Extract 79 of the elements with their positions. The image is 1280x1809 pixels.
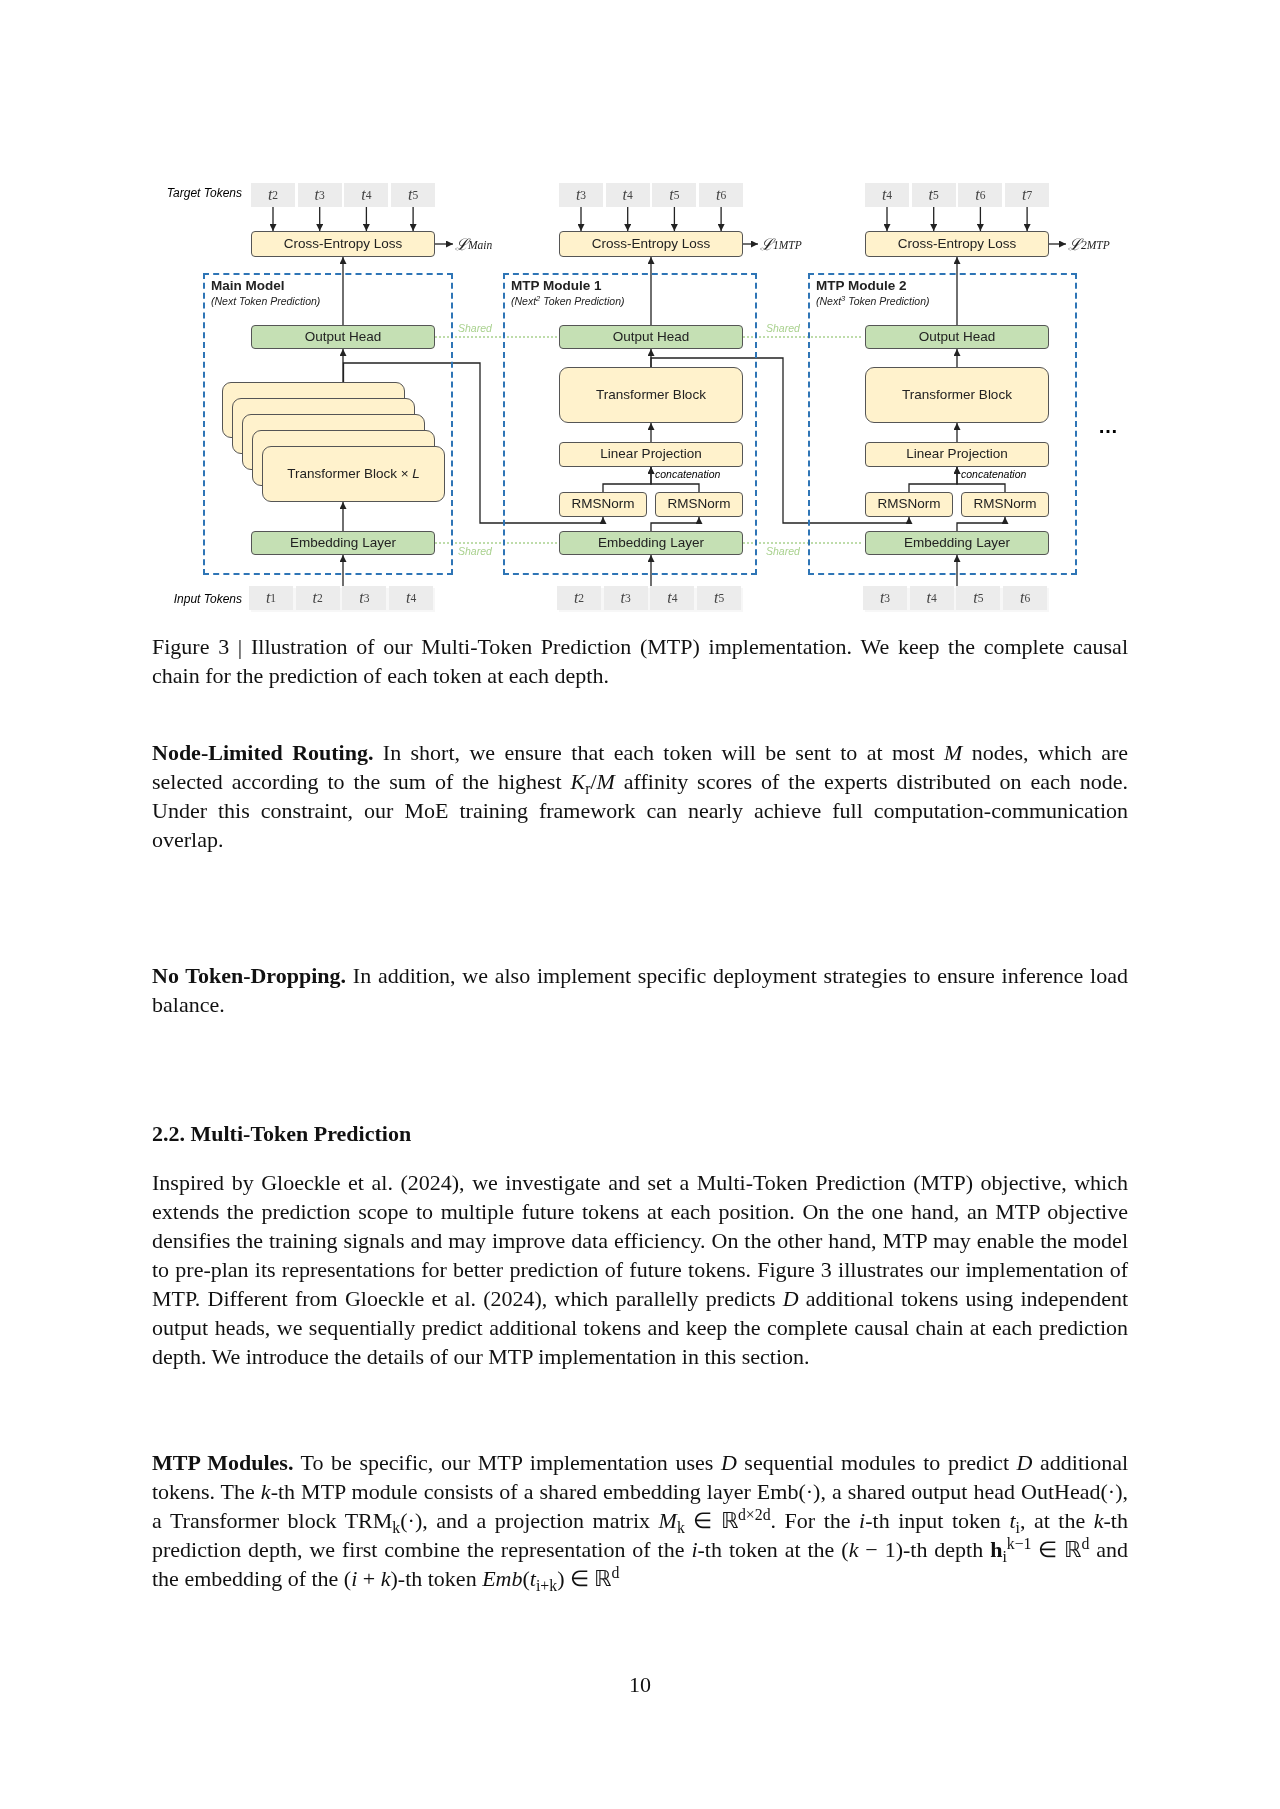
arrow [670,206,678,232]
arrow [953,348,961,368]
norm-box: RMSNorm [559,492,647,517]
edge-label: Shared [766,323,800,335]
arrow [930,206,938,232]
dotted-line [742,336,864,338]
arrow [956,516,1009,532]
paragraph: Node-Limited Routing. In short, we ensure that each token will be sent to at most M nodes, which are selected according to the sum of the highest K$_{r}$/M affinity scores of the experts distributed on each node. Under this constraint, our MoE training framework can nearly achieve full computation-communication overlap. [152,739,1128,854]
edge-label: Shared [458,546,492,558]
arrow [1048,240,1067,248]
arrow [650,357,913,524]
arrow [953,554,961,589]
edge-label: Shared [766,546,800,558]
module-subtitle: (Next$^{3}$ Token Prediction) [816,296,930,308]
section-heading: 2.2. Multi-Token Prediction [152,1120,413,1148]
paragraph: MTP Modules. To be specific, our MTP implementation uses D sequential modules to predict D additional tokens. The k-th MTP module consists of a shared embedding layer Emb(·), a shared output head OutHead(·), a Transformer block TRM$_{k}$(·), and a projection matrix M$_{k}$ ∈ ℝ$^{d×2d}$. For the i-th input token t$_{i}$, at the k-th prediction depth, we first combine the representation of the i-th token at the (k − 1)-th depth h$_{i}$$^{k−1}$ ∈ ℝ$^{d}$ and the embedding of the (i +k)-th token Emb(t$_{i+k}$) ∈ ℝ$^{d}$ [152,1449,1128,1593]
arrow [339,256,347,326]
edge-label: concatenation [961,469,1027,481]
arrow [339,554,347,589]
arrow [269,206,277,232]
arrow [316,206,324,232]
row-label: Input Tokens [172,592,242,606]
paragraph: Inspired by Gloeckle et al. (2024), we investigate and set a Multi-Token Prediction (MTP) objective, which extends the prediction scope to multiple future tokens at each position. On the one hand, an MTP objective densifies the training signals and may improve data efficiency. On the other hand, MTP may enable the model to pre-plan its representations for better prediction of future tokens. Figure 3 illustrates our implementation of MTP. Different from Gloeckle et al. (2024), which parallelly predicts D additional tokens using independent output heads, we sequentially predict additional tokens and keep the complete causal chain at each prediction depth. We introduce the details of our MTP implementation in this section. [152,1169,1128,1371]
layer-box: Embedding Layer [251,531,435,555]
layer-box: Output Head [559,325,743,349]
module-frame [808,273,1077,575]
arrow [953,466,1006,493]
arrow [650,516,703,532]
arrow [717,206,725,232]
block-box: Linear Projection [865,442,1049,467]
arrow [362,206,370,232]
module-frame [503,273,757,575]
module-title: MTP Module 1 [511,279,602,294]
paragraph: No Token-Dropping. In addition, we also implement specific deployment strategies to ensure inference load balance. [152,962,1128,1019]
arrow [434,240,454,248]
arrow [976,206,984,232]
figure-caption: Figure 3 | Illustration of our Multi-Token Prediction (MTP) implementation. We keep the complete causal chain for the prediction of each token at each depth. [152,633,1128,690]
arrow [883,206,891,232]
edge-label: Shared [458,323,492,335]
ellipsis: … [1098,415,1119,438]
arrow [339,348,347,383]
arrow [647,554,655,589]
layer-box: Embedding Layer [559,531,743,555]
module-subtitle: (Next Token Prediction) [211,296,321,308]
arrow [647,422,655,443]
arrow [647,466,700,493]
norm-box: RMSNorm [961,492,1049,517]
loss-box: Cross-Entropy Loss [865,231,1049,257]
block-box: Transformer Block [559,367,743,423]
norm-box: RMSNorm [655,492,743,517]
dotted-line [434,336,558,338]
norm-box: RMSNorm [865,492,953,517]
arrow [953,256,961,326]
dotted-line [742,542,864,544]
row-label: Target Tokens [165,186,242,200]
block-box: Transformer Block [865,367,1049,423]
dotted-line [434,542,558,544]
arrow [742,240,759,248]
module-subtitle: (Next$^{2}$ Token Prediction) [511,296,625,308]
arrow [953,422,961,443]
arrow [577,206,585,232]
arrow [624,206,632,232]
edge-label: concatenation [655,469,721,481]
module-frame [203,273,453,575]
layer-box: Embedding Layer [865,531,1049,555]
arrow [342,362,607,524]
arrow [409,206,417,232]
arrow [339,501,347,532]
block-label: Transformer Block × L [287,466,420,482]
layer-box: Output Head [251,325,435,349]
stacked-blocks [222,382,445,502]
loss-box: Cross-Entropy Loss [251,231,435,257]
page-number: 10 [628,1671,652,1699]
layer-box: Output Head [865,325,1049,349]
arrow [1023,206,1031,232]
module-title: MTP Module 2 [816,279,907,294]
module-title: Main Model [211,279,285,294]
arrow [647,256,655,326]
loss-box: Cross-Entropy Loss [559,231,743,257]
